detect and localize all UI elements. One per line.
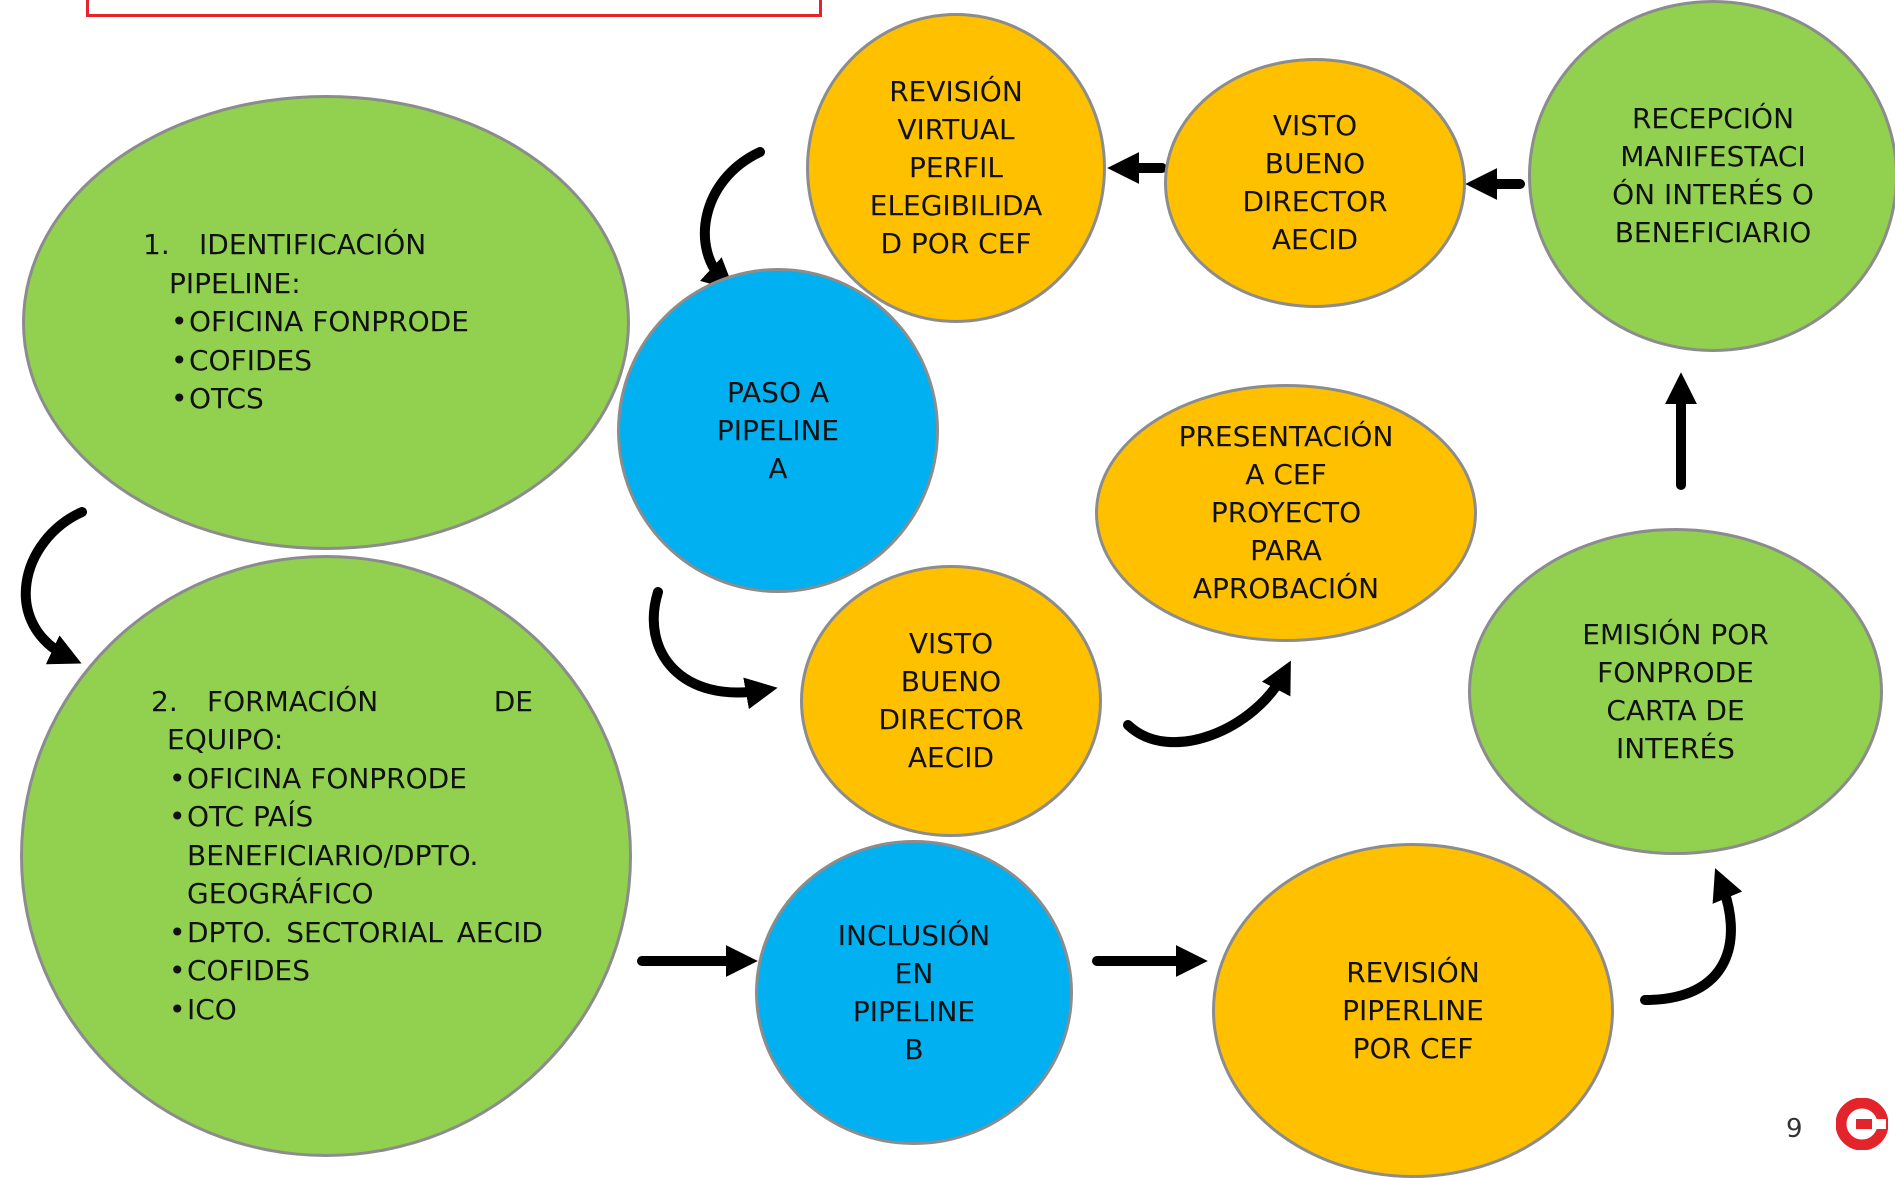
recepcion-line-3: ÓN INTERÉS O — [1612, 178, 1814, 211]
node-visto-bueno-director-mid: VISTO BUENO DIRECTOR AECID — [800, 565, 1102, 837]
formacion-heading-part2: DE — [493, 684, 533, 718]
revision-virtual-line-4: ELEGIBILIDA — [869, 189, 1043, 222]
node-identificacion-pipeline: 1. IDENTIFICACIÓN PIPELINE: OFICINA FONP… — [22, 95, 630, 550]
recepcion-line-2: MANIFESTACI — [1620, 140, 1806, 173]
presentacion-line-3: PROYECTO — [1210, 496, 1362, 529]
node-presentacion-cef: PRESENTACIÓN A CEF PROYECTO PARA APROBAC… — [1095, 384, 1477, 642]
visto-bueno-mid-line-1: VISTO — [908, 627, 994, 660]
paso-a-line-1: PASO A — [726, 375, 830, 409]
revision-virtual-line-1: REVISIÓN — [889, 75, 1023, 108]
formacion-item-oficina-fonprode: OFICINA FONPRODE — [167, 760, 543, 799]
identificacion-heading: IDENTIFICACIÓN — [199, 228, 427, 262]
curved-arrow-visto-bueno-mid-to-presentacion — [1123, 660, 1291, 747]
formacion-item-dpto-sectorial: DPTO. SECTORIAL AECID — [167, 914, 543, 953]
emision-line-1: EMISIÓN POR — [1582, 617, 1769, 651]
formacion-item-cofides: COFIDES — [167, 952, 543, 991]
brand-logo-icon — [1835, 1097, 1889, 1154]
paso-a-line-3: A — [768, 451, 788, 485]
visto-bueno-top-line-3: DIRECTOR — [1242, 185, 1388, 218]
page-number: 9 — [1786, 1114, 1803, 1144]
formacion-number: 2. — [151, 684, 178, 718]
curved-arrow-identificacion-to-formacion — [20, 507, 87, 665]
visto-bueno-mid-line-4: AECID — [907, 741, 995, 774]
formacion-heading-part1: FORMACIÓN — [207, 684, 379, 718]
identificacion-item-oficina-fonprode: OFICINA FONPRODE — [169, 303, 513, 342]
node-formacion-equipo: 2. FORMACIÓN DE EQUIPO: OFICINA FONPRODE… — [20, 555, 632, 1157]
revision-pipeline-line-2: PIPERLINE — [1342, 993, 1484, 1027]
node-emision-carta-interes: EMISIÓN POR FONPRODE CARTA DE INTERÉS — [1468, 528, 1883, 855]
title-box-frame — [86, 0, 822, 17]
visto-bueno-mid-line-3: DIRECTOR — [878, 703, 1024, 736]
revision-virtual-line-5: D POR CEF — [880, 227, 1032, 260]
revision-pipeline-line-1: REVISIÓN — [1346, 955, 1480, 989]
identificacion-heading-cont: PIPELINE: — [169, 266, 301, 300]
identificacion-item-cofides: COFIDES — [169, 342, 513, 381]
visto-bueno-top-line-2: BUENO — [1264, 147, 1366, 180]
emision-line-2: FONPRODE — [1597, 655, 1754, 689]
visto-bueno-top-line-1: VISTO — [1272, 109, 1358, 142]
emision-line-4: INTERÉS — [1616, 731, 1735, 765]
inclusion-line-2: EN — [894, 956, 934, 990]
formacion-item-ico: ICO — [167, 991, 543, 1030]
visto-bueno-mid-line-2: BUENO — [900, 665, 1002, 698]
node-inclusion-pipeline-b: INCLUSIÓN EN PIPELINE B — [755, 840, 1073, 1145]
revision-virtual-line-2: VIRTUAL — [897, 113, 1015, 146]
paso-a-line-2: PIPELINE — [716, 413, 840, 447]
presentacion-line-1: PRESENTACIÓN — [1178, 420, 1394, 453]
presentacion-line-2: A CEF — [1245, 458, 1327, 491]
node-revision-virtual-perfil: REVISIÓN VIRTUAL PERFIL ELEGIBILIDA D PO… — [806, 13, 1106, 323]
curved-arrow-revision-pipeline-to-emision — [1640, 868, 1743, 1005]
presentacion-line-5: APROBACIÓN — [1192, 572, 1380, 605]
revision-pipeline-line-3: POR CEF — [1352, 1031, 1474, 1065]
recepcion-line-1: RECEPCIÓN — [1631, 102, 1795, 135]
revision-virtual-line-3: PERFIL — [908, 151, 1003, 184]
formacion-heading-cont: EQUIPO: — [167, 723, 284, 757]
visto-bueno-top-line-4: AECID — [1271, 223, 1359, 256]
inclusion-line-1: INCLUSIÓN — [837, 918, 991, 952]
inclusion-line-3: PIPELINE — [852, 994, 976, 1028]
emision-line-3: CARTA DE — [1606, 693, 1745, 727]
presentacion-line-4: PARA — [1250, 534, 1322, 567]
curved-arrow-revision-to-paso-a — [699, 147, 765, 291]
curved-arrow-paso-a-to-visto-bueno-mid — [648, 587, 778, 710]
inclusion-line-4: B — [904, 1032, 924, 1066]
identificacion-list: PIPELINE: OFICINA FONPRODE COFIDES OTCS — [133, 265, 513, 419]
identificacion-item-otcs: OTCS — [169, 380, 513, 419]
node-recepcion-manifestacion: RECEPCIÓN MANIFESTACI ÓN INTERÉS O BENEF… — [1528, 0, 1895, 352]
formacion-list: EQUIPO: OFICINA FONPRODE OTC PAÍS BENEFI… — [131, 721, 543, 1029]
node-revision-pipeline-cef: REVISIÓN PIPERLINE POR CEF — [1212, 843, 1614, 1178]
recepcion-line-4: BENEFICIARIO — [1614, 216, 1812, 249]
identificacion-number: 1. — [143, 228, 170, 262]
node-visto-bueno-director-top: VISTO BUENO DIRECTOR AECID — [1164, 58, 1466, 308]
formacion-item-otc-pais: OTC PAÍS BENEFICIARIO/DPTO. GEOGRÁFICO — [167, 798, 543, 914]
node-paso-pipeline-a: PASO A PIPELINE A — [617, 268, 939, 593]
